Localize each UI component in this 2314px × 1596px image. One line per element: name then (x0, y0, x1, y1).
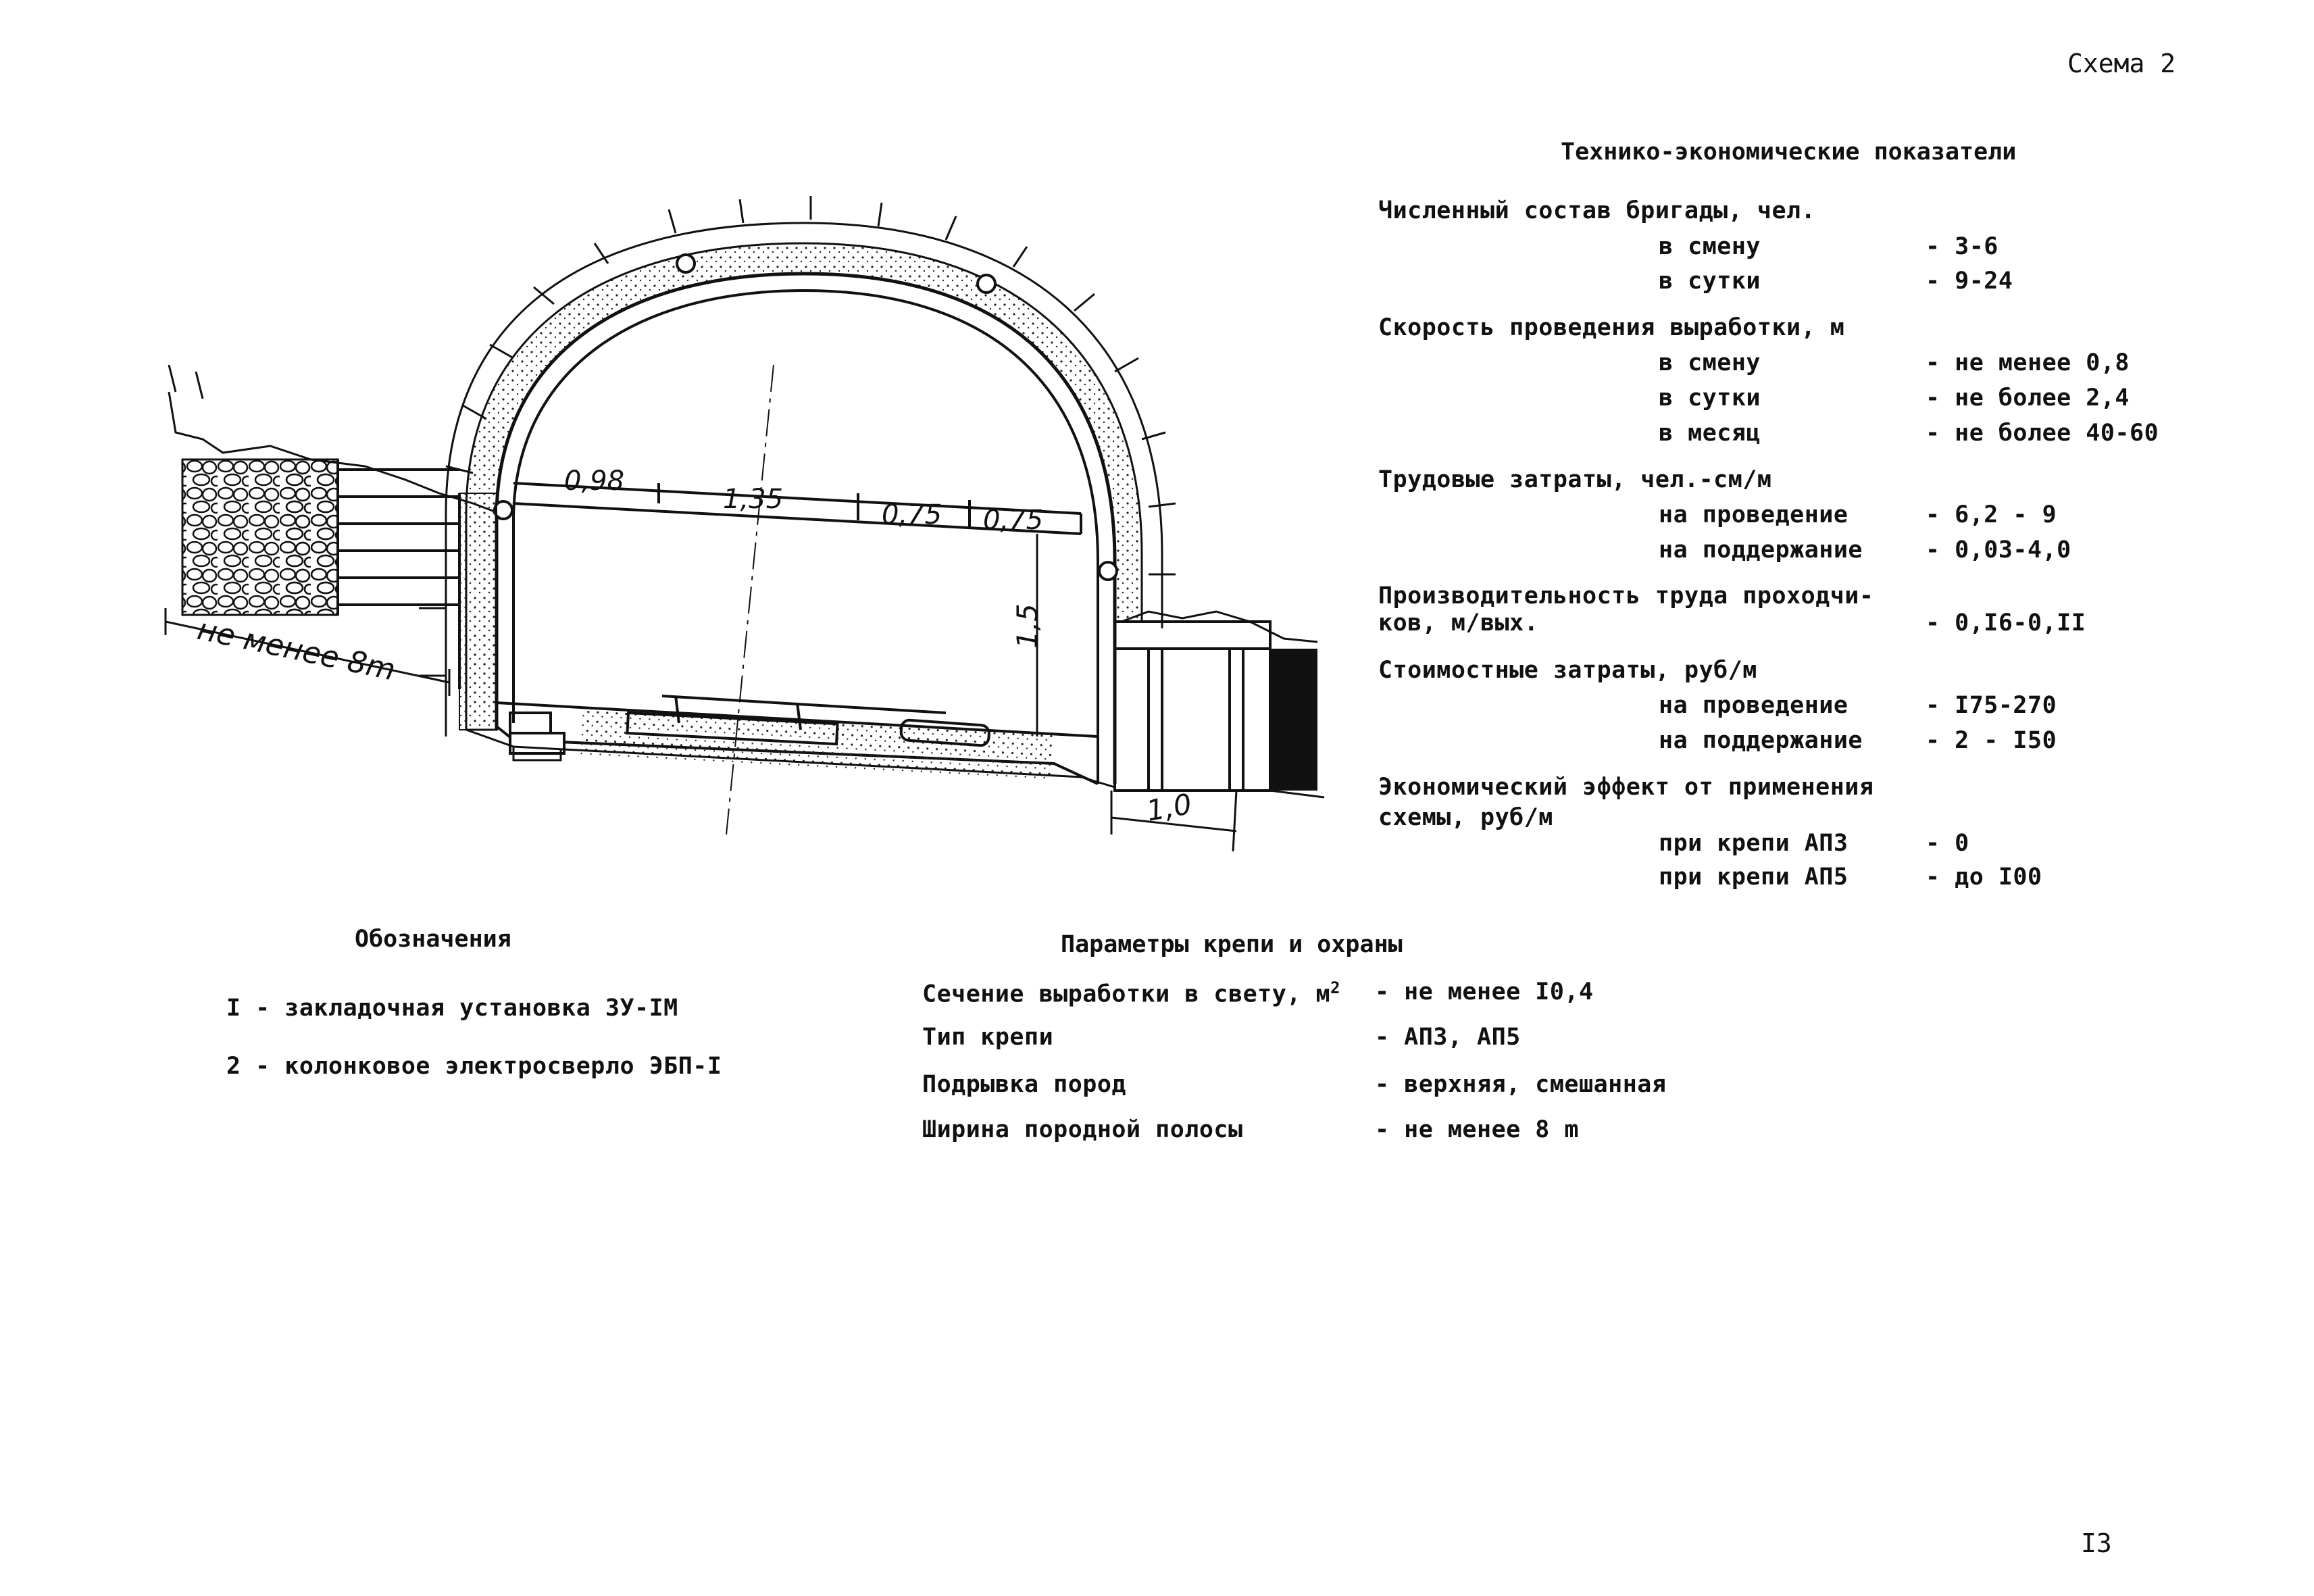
params-value: - АПЗ, АП5 (1375, 1024, 1521, 1051)
solid-rock-right (1270, 649, 1317, 791)
wooden-crib-right (1113, 620, 1272, 792)
arch-joints (493, 253, 1118, 581)
row-label: на проведение (1659, 692, 1848, 719)
group-label: Экономический эффект от применения (1378, 774, 1874, 801)
row-label: в сутки (1659, 384, 1761, 412)
group-label: Производительность труда проходчи- (1378, 582, 1874, 609)
rock-hatching (168, 196, 1176, 677)
row-value: - 0 (1926, 830, 1969, 857)
legend-title: Обозначения (355, 926, 511, 953)
row-value: - до I00 (1926, 864, 2042, 891)
legend-item: 2 - колонковое электросверло ЭБП-I (226, 1053, 722, 1080)
row-value: - 6,2 - 9 (1926, 501, 2057, 528)
scheme-label: Схема 2 (2067, 49, 2176, 78)
row-value: - 0,I6-0,II (1926, 609, 2086, 637)
dim-right: 1,0 (1144, 787, 1194, 828)
row-label: на проведение (1659, 501, 1848, 528)
row-label: на поддержание (1659, 727, 1863, 754)
params-value: - верхняя, смешанная (1375, 1071, 1667, 1098)
dim-d4: 0,75 (983, 505, 1043, 536)
row-value: - не более 40-60 (1926, 420, 2159, 447)
legend-item: I - закладочная установка ЗУ-IМ (226, 995, 678, 1022)
params-label: Сечение выработки в свету, м2 (922, 978, 1340, 1008)
row-value: - 2 - I50 (1926, 727, 2057, 754)
row-label: в месяц (1659, 420, 1761, 447)
rock-strip-2 (284, 466, 331, 615)
group-label: Численный состав бригады, чел. (1378, 197, 1816, 224)
row-label: при крепи АПЗ (1659, 830, 1848, 857)
params-label: Тип крепи (922, 1024, 1054, 1051)
group-label: схемы, руб/м (1378, 804, 1553, 831)
strip-dim-label: не менее 8m (195, 612, 399, 688)
row-value: - не менее 0,8 (1926, 349, 2130, 376)
group-label: Скорость проведения выработки, м (1378, 314, 1845, 341)
row-label: в смену (1659, 349, 1761, 376)
row-label: на поддержание (1659, 537, 1863, 564)
row-value: - 0,03-4,0 (1926, 537, 2071, 564)
group-label: ков, м/вых. (1378, 609, 1539, 637)
params-title: Параметры крепи и охраны (1061, 931, 1403, 958)
floor-baseline (466, 728, 1115, 789)
group-label: Трудовые затраты, чел.-см/м (1378, 466, 1772, 493)
dim-d1: 0,98 (564, 466, 624, 497)
dim-height: 1,5 (1011, 603, 1044, 649)
row-value: - I75-270 (1926, 692, 2057, 719)
row-value: - 3-6 (1926, 233, 1998, 260)
row-label: в смену (1659, 233, 1761, 260)
page-number: I3 (2081, 1528, 2112, 1558)
left-wall-fill (459, 493, 497, 730)
row-value: - не более 2,4 (1926, 384, 2130, 412)
strip-dim (164, 608, 451, 696)
right-dim (1110, 790, 1238, 852)
row-label: в сутки (1659, 268, 1761, 295)
params-label: Ширина породной полосы (922, 1116, 1243, 1143)
row-label: при крепи АП5 (1659, 864, 1848, 891)
equipment (509, 695, 990, 755)
tech-econ-title: Технико-экономические показатели (1561, 139, 2017, 166)
group-label: Стоимостные затраты, руб/м (1378, 657, 1757, 684)
params-value: - не менее 8 m (1375, 1116, 1580, 1143)
dim-d3: 0,75 (882, 499, 942, 530)
arch-support (495, 272, 1117, 784)
width-dims (513, 482, 1082, 535)
dim-d2: 1,35 (723, 484, 783, 515)
rock-hatching-right (1121, 610, 1325, 799)
params-label: Подрывка пород (922, 1071, 1127, 1098)
row-value: - 9-24 (1926, 268, 2013, 295)
floor-backfill (578, 709, 1054, 782)
params-value: - не менее I0,4 (1375, 978, 1594, 1005)
